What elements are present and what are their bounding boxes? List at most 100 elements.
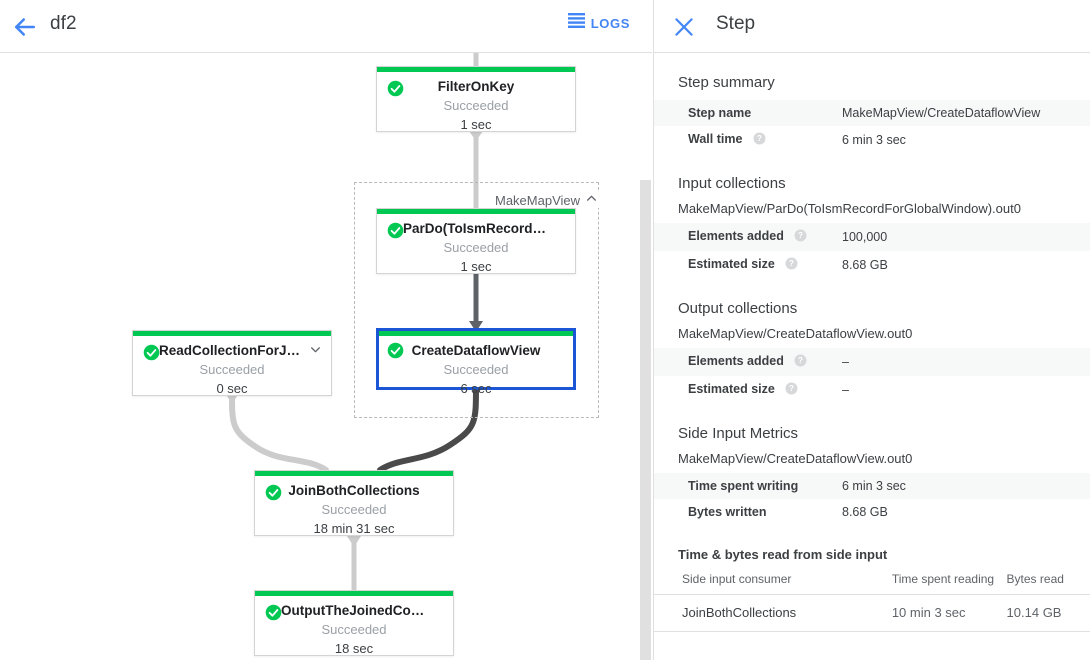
help-icon[interactable]: ? (785, 257, 798, 273)
row-value: 8.68 GB (842, 258, 888, 272)
graph-node-readcollectionforjoin[interactable]: ReadCollectionForJoin Succeeded 0 sec (132, 330, 332, 396)
step-summary-table: Step name MakeMapView/CreateDataflowView… (654, 100, 1090, 154)
node-title: OutputTheJoinedCollec… (281, 603, 447, 618)
table-row: Wall time ? 6 min 3 sec (654, 126, 1090, 154)
row-key: Elements added ? (654, 348, 842, 376)
graph-toolbar: df2 LOGS (0, 0, 652, 53)
logs-button[interactable]: LOGS (567, 13, 630, 33)
row-key: Estimated size ? (654, 251, 842, 279)
cell-time-spent-reading: 10 min 3 sec (891, 594, 1007, 632)
graph-node-pardo-toismrecordfor[interactable]: ParDo(ToIsmRecordFor… Succeeded 1 sec (376, 208, 576, 274)
svg-text:?: ? (789, 259, 794, 268)
help-icon[interactable]: ? (753, 132, 766, 148)
row-key: Estimated size ? (654, 376, 842, 404)
node-status-bar (133, 331, 331, 336)
page-title: df2 (50, 13, 77, 34)
node-title: FilterOnKey (437, 79, 515, 94)
column-header-bytes-read[interactable]: Bytes read (1006, 568, 1090, 595)
node-status: Succeeded (321, 502, 387, 517)
table-row: Time spent writing 6 min 3 sec (654, 473, 1090, 499)
side-input-collection-name: MakeMapView/CreateDataflowView.out0 (678, 451, 913, 466)
graph-node-filteronkey[interactable]: FilterOnKey Succeeded 1 sec (376, 66, 576, 132)
check-circle-icon (143, 344, 160, 361)
row-key-label: Wall time (688, 132, 743, 146)
row-key-label: Estimated size (688, 382, 775, 396)
column-header-consumer[interactable]: Side input consumer (654, 568, 892, 595)
help-icon[interactable]: ? (794, 354, 807, 370)
input-collection-name: MakeMapView/ParDo(ToIsmRecordForGlobalWi… (678, 201, 1021, 216)
table-row: Elements added ? – (654, 348, 1090, 376)
row-value: 6 min 3 sec (842, 133, 906, 147)
chevron-down-icon[interactable] (309, 343, 322, 356)
help-icon[interactable]: ? (785, 382, 798, 398)
node-status-bar (377, 67, 575, 72)
node-time: 6 sec (460, 381, 492, 396)
table-row: Estimated size ? – (654, 376, 1090, 404)
graph-vertical-scrollbar[interactable] (640, 180, 651, 660)
svg-text:?: ? (789, 384, 794, 393)
table-header-row: Side input consumer Time spent reading B… (654, 568, 1090, 595)
row-key-label: Bytes written (688, 505, 767, 519)
table-row: Bytes written 8.68 GB (654, 499, 1090, 525)
node-status: Succeeded (443, 362, 509, 377)
help-icon[interactable]: ? (794, 229, 807, 245)
row-key-label: Estimated size (688, 257, 775, 271)
arrow-left-icon[interactable] (10, 12, 40, 42)
row-value: – (842, 355, 849, 369)
node-time: 18 sec (334, 641, 374, 656)
step-details-panel: Step Step summary Step name MakeMapView/… (653, 0, 1090, 660)
node-status: Succeeded (443, 98, 509, 113)
cell-bytes-read: 10.14 GB (1006, 594, 1090, 632)
graph-node-joinbothcollections[interactable]: JoinBothCollections Succeeded 18 min 31 … (254, 470, 454, 536)
panel-body: Step summary Step name MakeMapView/Creat… (654, 74, 1090, 632)
side-input-metrics-table: Time spent writing 6 min 3 sec Bytes wri… (654, 473, 1090, 525)
row-key-label: Elements added (688, 229, 784, 243)
group-box-makemapview[interactable] (354, 182, 599, 418)
row-value: – (842, 383, 849, 397)
close-icon[interactable] (671, 14, 697, 40)
row-key: Bytes written (654, 499, 842, 525)
graph-edges (225, 53, 483, 593)
node-status: Succeeded (443, 240, 509, 255)
logs-label: LOGS (590, 15, 630, 31)
table-row: Estimated size ? 8.68 GB (654, 251, 1090, 279)
row-key-label: Step name (688, 106, 752, 120)
node-title: ParDo(ToIsmRecordFor… (403, 221, 568, 236)
row-value: 100,000 (842, 230, 888, 244)
row-key-label: Elements added (688, 354, 784, 368)
node-title: CreateDataflowView (411, 343, 541, 358)
check-circle-icon (387, 80, 404, 97)
row-value: 8.68 GB (842, 505, 888, 519)
graph-canvas[interactable]: MakeMapView FilterOnKey Succeeded (0, 53, 652, 660)
section-heading-input-collections: Input collections (678, 175, 786, 192)
group-label-makemapview[interactable]: MakeMapView (493, 192, 601, 208)
output-collections-table: Elements added ? – Estimated size (654, 348, 1090, 404)
node-title: JoinBothCollections (288, 483, 420, 498)
section-heading-side-input-reads: Time & bytes read from side input (678, 547, 888, 562)
section-heading-side-input-metrics: Side Input Metrics (678, 425, 799, 442)
node-status-bar (255, 471, 453, 476)
node-time: 1 sec (460, 259, 492, 274)
row-key: Elements added ? (654, 223, 842, 251)
row-key-label: Time spent writing (688, 479, 799, 493)
svg-text:?: ? (798, 231, 803, 240)
node-status-bar (379, 331, 573, 336)
section-heading-output-collections: Output collections (678, 300, 798, 317)
table-row: Elements added ? 100,000 (654, 223, 1090, 251)
row-key: Time spent writing (654, 473, 842, 499)
chevron-up-icon[interactable] (585, 192, 598, 208)
group-label-text: MakeMapView (495, 192, 581, 208)
graph-node-outputthejoinedcollection[interactable]: OutputTheJoinedCollec… Succeeded 18 sec (254, 590, 454, 656)
column-header-time-spent-reading[interactable]: Time spent reading (891, 568, 1007, 595)
check-circle-icon (265, 604, 282, 621)
panel-title: Step (716, 13, 756, 34)
check-circle-icon (387, 342, 404, 359)
svg-text:?: ? (798, 356, 803, 365)
graph-node-createdataflowview[interactable]: CreateDataflowView Succeeded 6 sec (376, 328, 576, 396)
node-status-bar (377, 209, 575, 214)
svg-text:?: ? (757, 134, 762, 143)
node-status: Succeeded (199, 362, 265, 377)
node-status: Succeeded (321, 622, 387, 637)
section-heading-step-summary: Step summary (678, 74, 775, 91)
